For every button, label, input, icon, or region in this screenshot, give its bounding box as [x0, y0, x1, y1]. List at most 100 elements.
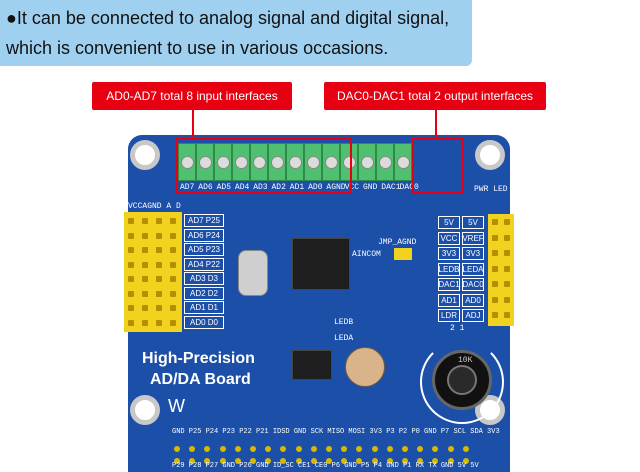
header-pin — [504, 312, 510, 318]
gpio-pin — [280, 458, 287, 464]
header-pin — [170, 319, 176, 326]
header-pin — [492, 250, 498, 256]
gpio-pin — [234, 458, 241, 464]
screw-icon — [180, 155, 194, 169]
terminal-label: DAC0 — [399, 183, 419, 192]
header-pin — [142, 261, 148, 268]
gpio-pin — [386, 458, 393, 464]
pwr-led-label: PWR LED — [474, 185, 508, 194]
gpio-pin — [174, 458, 180, 464]
gpio-pin — [447, 446, 454, 452]
rpi-gpio-header — [168, 440, 478, 472]
terminal-ad4 — [232, 143, 250, 181]
header-pin — [504, 281, 510, 287]
terminal-vcc — [340, 143, 358, 181]
header-pin — [128, 232, 134, 239]
header-pin — [128, 247, 134, 253]
gpio-row-1-label: GND P25 P24 P23 P22 P21 IDSD GND SCK MIS… — [172, 428, 500, 436]
right-pin-label: LDR — [438, 309, 460, 322]
header-pin — [142, 247, 148, 253]
header-pin — [142, 232, 148, 239]
gpio-pin — [402, 458, 408, 464]
terminal-label: AD2 — [271, 183, 286, 192]
left-pin-label: AD0 D0 — [184, 315, 224, 329]
terminal-label: DAC1 — [381, 183, 401, 192]
gpio-pin — [402, 446, 408, 452]
header-pin — [504, 219, 510, 225]
terminal-label: AD3 — [253, 183, 268, 192]
right-pin-header — [488, 214, 514, 326]
aincom-label: AINCOM — [352, 250, 381, 259]
header-pin — [142, 305, 148, 311]
pot-label: 10K — [458, 356, 473, 365]
screw-terminal-block — [178, 143, 412, 181]
right-pin-label: LEDB — [438, 262, 460, 276]
waveshare-logo-icon: W — [168, 396, 185, 416]
header-pin — [156, 305, 162, 311]
right-pin-label: 5V — [438, 216, 460, 229]
right-pin-label: VCC — [438, 231, 460, 245]
board-title-line-2: AD/DA Board — [150, 371, 251, 388]
gpio-pin — [280, 446, 287, 452]
potentiometer — [432, 350, 492, 410]
mounting-hole — [475, 140, 505, 170]
header-pin — [142, 218, 148, 224]
right-pin-label: 3V3 — [462, 247, 484, 260]
left-pin-label: AD7 P25 — [184, 214, 224, 227]
screw-icon — [378, 155, 392, 169]
header-pin — [156, 218, 162, 224]
right-pin-label: VREF — [462, 231, 484, 245]
screw-icon — [234, 155, 248, 169]
header-pin — [142, 319, 148, 326]
gpio-pin — [371, 458, 378, 464]
gpio-pin — [265, 458, 272, 464]
board-title-line-1: High-Precision — [142, 350, 255, 367]
dac-chip — [292, 350, 332, 380]
header-pin — [128, 305, 134, 311]
gpio-row-2-label: P29 P28 P27 GND P26 GND ID_SC CE1 CE0 P6… — [172, 462, 479, 470]
gpio-pin — [462, 458, 469, 464]
right-pin-label: ADJ — [462, 309, 484, 322]
terminal-ad2 — [268, 143, 286, 181]
terminal-dac1 — [376, 143, 394, 181]
jmp-agnd-label: JMP_AGND — [378, 238, 417, 247]
header-pin — [170, 218, 176, 224]
terminal-label: GND — [363, 183, 378, 192]
gpio-pin — [417, 446, 424, 452]
screw-icon — [288, 155, 302, 169]
header-pin — [128, 261, 134, 268]
terminal-ad5 — [214, 143, 232, 181]
gpio-pin — [432, 458, 439, 464]
right-pin-label: DAC0 — [462, 278, 484, 291]
gpio-pin — [432, 446, 439, 452]
left-pin-label: AD2 D2 — [184, 286, 224, 300]
gpio-pin — [447, 458, 454, 464]
header-pin — [156, 247, 162, 253]
gpio-pin — [189, 458, 196, 464]
gpio-pin — [174, 446, 180, 452]
header-pin — [492, 219, 498, 225]
gpio-pin — [341, 446, 348, 452]
screw-icon — [360, 155, 374, 169]
adc-chip — [292, 238, 350, 290]
header-pin — [170, 305, 176, 311]
pot-arc — [420, 340, 504, 424]
header-pin — [170, 247, 176, 253]
header-pin — [156, 276, 162, 282]
terminal-ad7 — [178, 143, 196, 181]
screw-icon — [216, 155, 230, 169]
header-pin — [492, 234, 498, 241]
header-pin — [156, 319, 162, 326]
screw-icon — [342, 155, 356, 169]
left-pin-label: AD4 P22 — [184, 257, 224, 271]
gpio-pin — [326, 458, 332, 464]
terminal-label: AD4 — [234, 183, 250, 192]
header-pin — [128, 218, 134, 224]
gpio-pin — [341, 458, 348, 464]
right-header-numbers: 2 1 — [450, 324, 465, 333]
gpio-pin — [417, 458, 424, 464]
right-pin-label: DAC1 — [438, 278, 460, 291]
header-pin — [504, 265, 510, 272]
terminal-agnd — [322, 143, 340, 181]
header-pin — [492, 281, 498, 287]
